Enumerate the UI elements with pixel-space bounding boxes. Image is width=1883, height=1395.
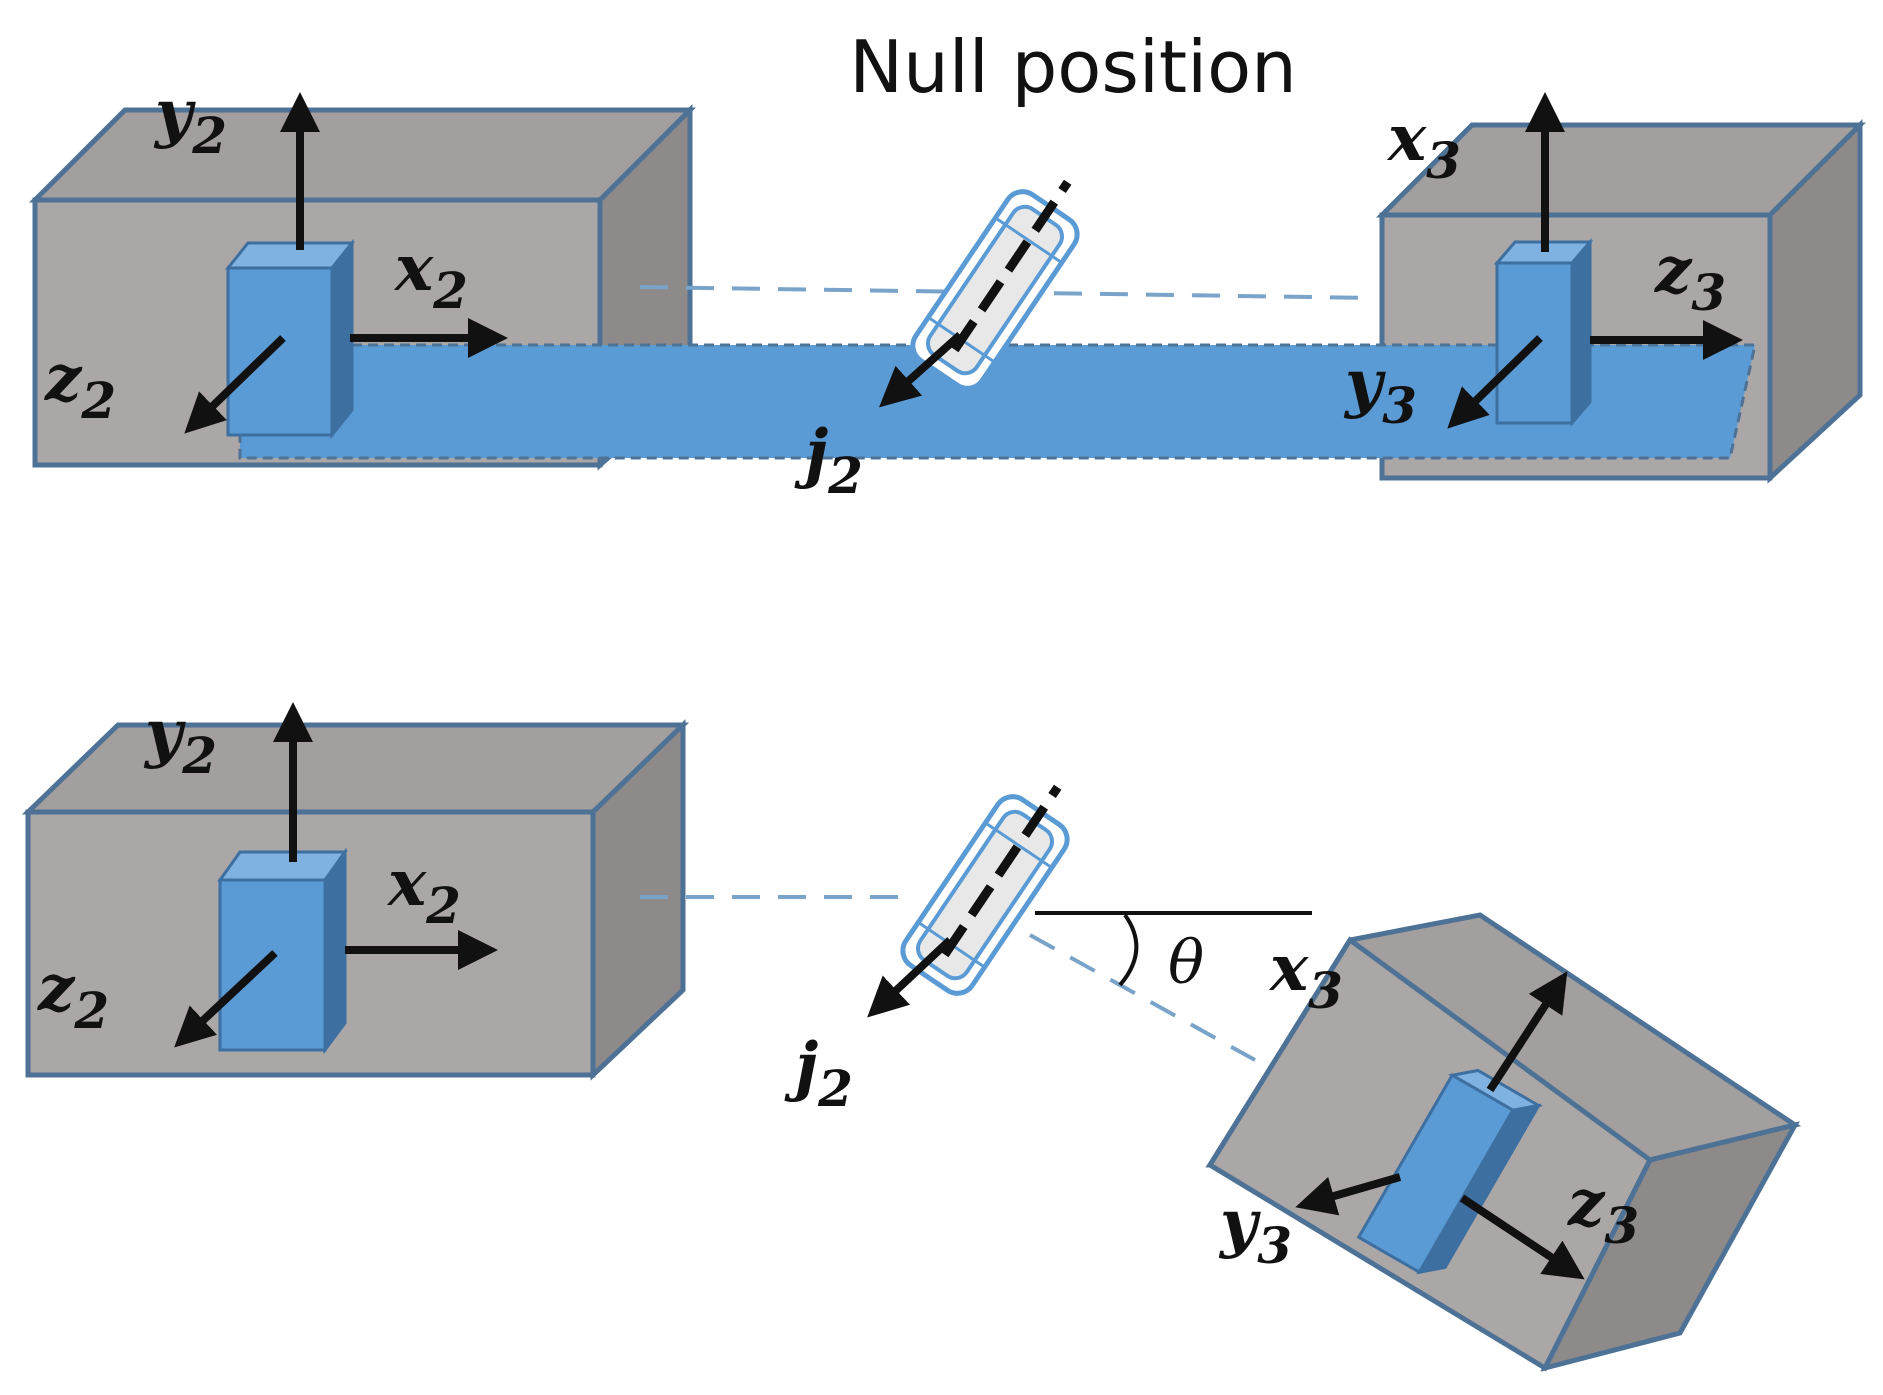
label-z3-top: z3 <box>1654 233 1726 322</box>
bottom-left-block <box>21 719 690 1081</box>
bottom-right-block <box>1205 912 1802 1372</box>
label-theta: θ <box>1168 928 1204 998</box>
label-x3-bottom: x3 <box>1268 931 1343 1020</box>
block-top-face <box>28 107 697 203</box>
y3-axis-arrow <box>1447 335 1543 429</box>
z3-axis-arrow <box>1459 1194 1585 1280</box>
label-x2-bottom: x2 <box>386 846 461 935</box>
z2-axis-arrow <box>174 950 278 1048</box>
label-x2-top: x2 <box>393 231 468 320</box>
label-y2-top: y2 <box>153 76 227 165</box>
label-x3-top: x3 <box>1386 101 1461 190</box>
label-z3-bottom: z3 <box>1567 1166 1639 1255</box>
block-side-face <box>1540 1121 1800 1372</box>
label-j2-bottom: j2 <box>784 1029 853 1118</box>
label-z2-bottom: z2 <box>37 951 109 1040</box>
j2-axis-arrow <box>879 332 963 408</box>
frame-3-post <box>1356 1068 1543 1275</box>
x3-axis-arrow <box>1486 971 1568 1093</box>
dashed-rotated-line <box>1029 933 1256 1062</box>
frame-3-post <box>1493 237 1594 428</box>
z2-axis-arrow <box>184 335 286 434</box>
dashed-reference-line <box>639 285 1376 300</box>
bottom-configuration: y2 x2 z2 θ x3 z3 y3 j2 <box>21 696 1802 1372</box>
frame-2-post <box>224 238 356 440</box>
label-y3-top: y3 <box>1343 346 1417 435</box>
theta-arc <box>1118 913 1139 987</box>
label-z2-top: z2 <box>44 341 116 430</box>
block-top-face <box>21 722 690 815</box>
j2-axis-arrow <box>867 937 953 1018</box>
frame-2-post <box>217 847 348 1055</box>
label-y2-bottom: y2 <box>143 696 217 785</box>
y3-axis-arrow <box>1295 1173 1402 1216</box>
label-y3-bottom: y3 <box>1218 1186 1292 1275</box>
top-configuration: y2 x2 z2 x3 z3 y3 j2 <box>28 76 1867 505</box>
title: Null position <box>849 25 1297 109</box>
